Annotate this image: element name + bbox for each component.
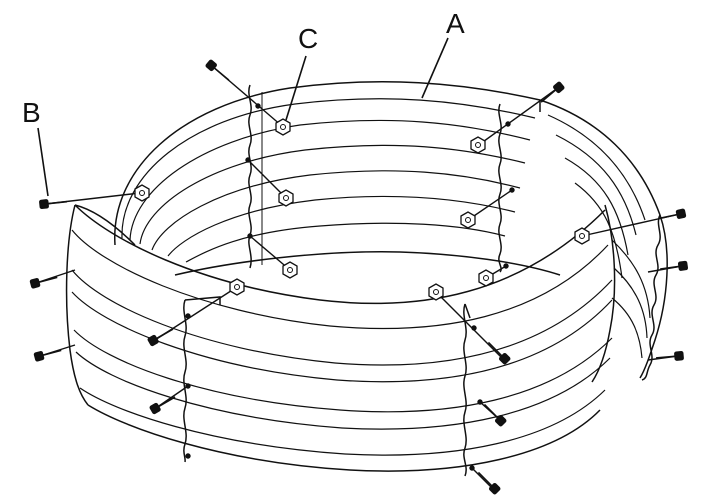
callout-b-group: B xyxy=(22,97,49,197)
front-panel xyxy=(65,204,613,472)
seam-front-right xyxy=(463,303,471,477)
leader-line-b xyxy=(37,127,49,197)
seam-front-left xyxy=(183,296,221,463)
callout-c-group: C xyxy=(285,23,318,121)
callout-b: B xyxy=(22,97,41,128)
fasteners xyxy=(29,58,689,496)
leader-line-a xyxy=(421,37,449,99)
callout-c: C xyxy=(298,23,318,54)
back-panel xyxy=(114,81,561,276)
leader-line-c xyxy=(285,55,307,121)
right-panel xyxy=(539,99,668,383)
callout-a-group: A xyxy=(421,8,465,99)
callout-a: A xyxy=(446,8,465,39)
seam-back-right xyxy=(498,100,541,273)
